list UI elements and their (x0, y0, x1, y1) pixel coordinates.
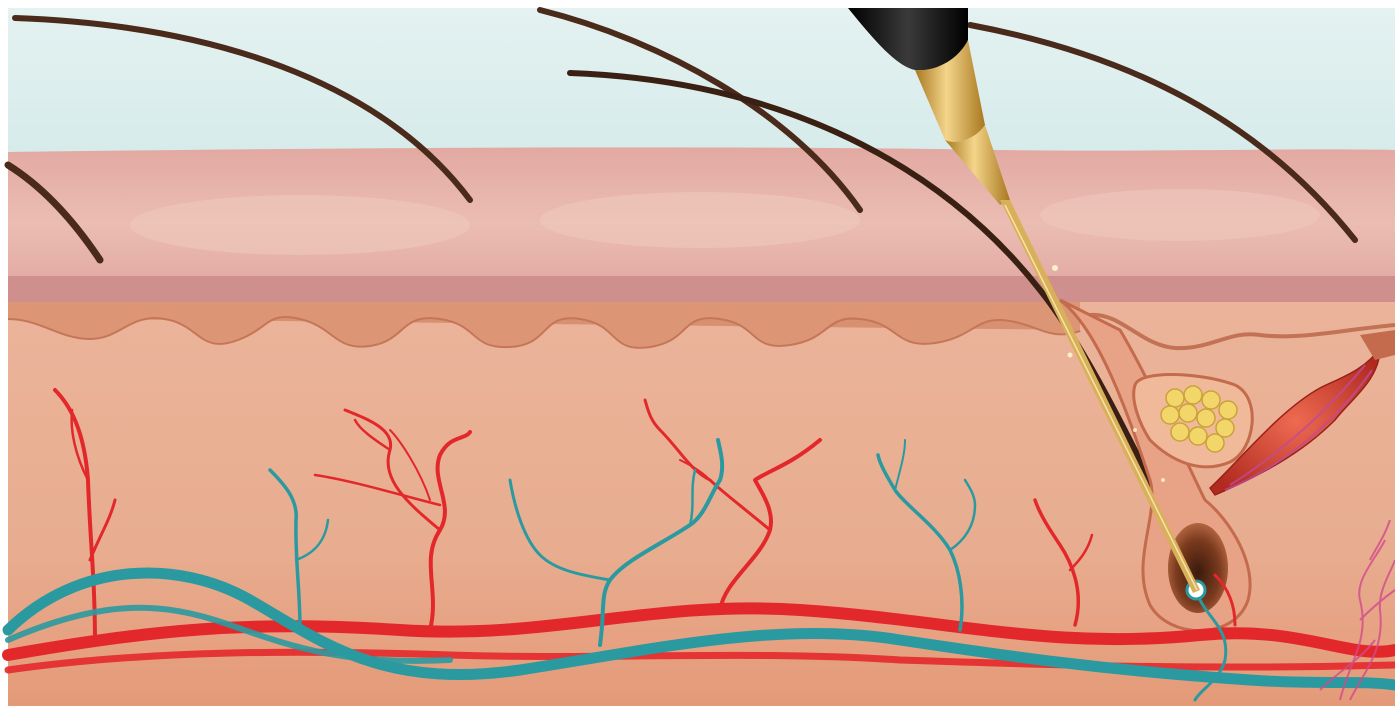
epidermis-highlight (130, 195, 470, 255)
epidermis-basal-band (8, 276, 1395, 304)
epidermis-highlight (1040, 189, 1320, 241)
epidermis-highlight (540, 192, 860, 248)
air-background (8, 8, 1395, 158)
